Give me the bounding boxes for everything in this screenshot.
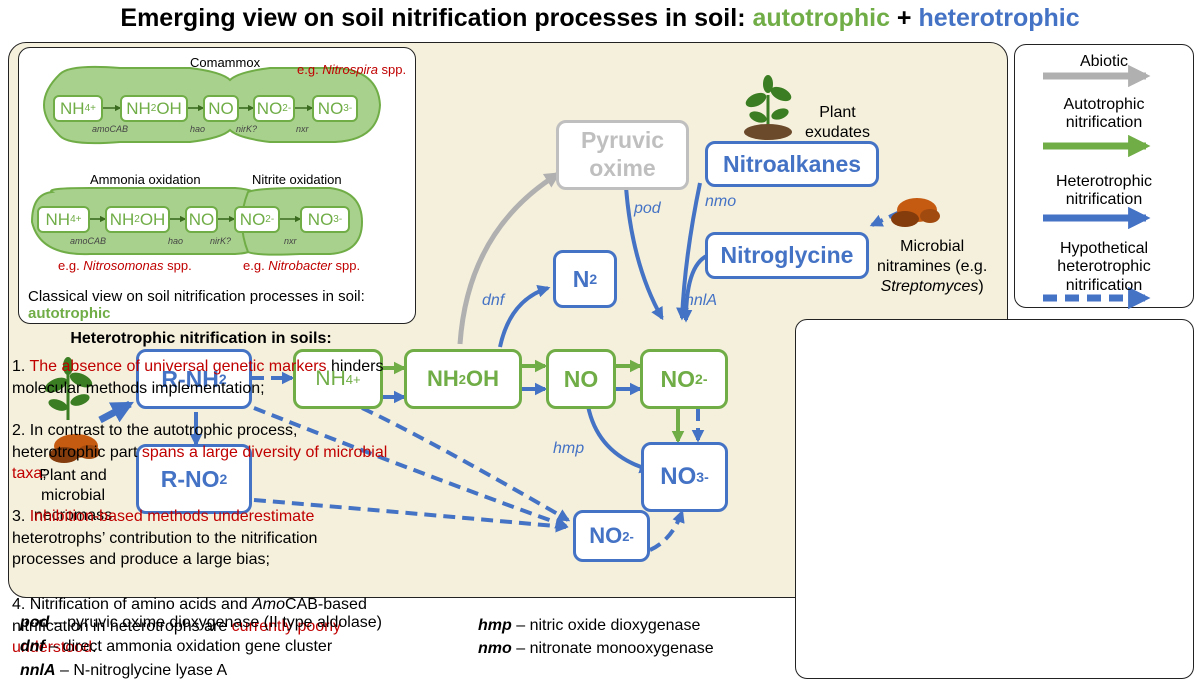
note-item-1: 1. The absence of universal genetic mark… <box>12 358 384 397</box>
notes-heading: Heterotrophic nitrification in soils: <box>70 330 332 347</box>
nmo-arrow <box>676 182 702 321</box>
enzyme-nnlA: nnlA <box>685 292 718 309</box>
enzyme-nmo: nmo <box>705 193 737 210</box>
node-nitroalkanes: Nitroalkanes <box>705 141 879 187</box>
inset-enzyme-amo-2: amoCAB <box>70 236 107 246</box>
note-item-2: 2. In contrast to the autotrophic proces… <box>12 422 388 483</box>
enzyme-hmp: hmp <box>553 440 585 457</box>
enzyme-dnf: dnf <box>482 292 505 309</box>
ammonia-oxidation-label: Ammonia oxidation <box>90 172 201 187</box>
note-item-3: 3. Inhibition-based methods underestimat… <box>12 508 318 569</box>
pod-arrow <box>624 186 664 321</box>
plant-icon-left <box>44 357 93 420</box>
glossary-dnf: dnf – direct ammonia oxidation gene clus… <box>20 638 333 655</box>
glossary-pod: pod – pyruvic oxime dioxygenase (II type… <box>20 614 382 631</box>
inset-enzyme-nir-1: nirK? <box>236 124 258 134</box>
comammox-example: e.g. Nitrospira spp. <box>297 62 407 77</box>
glossary-nnlA: nnlA – N-nitroglycine lyase A <box>20 662 228 679</box>
inset-enzyme-amo-1: amoCAB <box>92 124 129 134</box>
classical-view-caption: Classical view on soil nitrification pro… <box>28 288 365 305</box>
ammonia-oxidation-example: e.g. Nitrosomonas spp. <box>58 258 192 273</box>
hmp-arrow <box>586 405 653 474</box>
legend-panel <box>1014 44 1194 308</box>
rno2-to-no2-free-dashed <box>253 498 569 533</box>
classical-view-caption-highlight: autotrophic <box>28 305 111 322</box>
nh4-to-no2-free-dashed <box>361 406 571 522</box>
inset-enzyme-nxr-1: nxr <box>296 124 309 134</box>
inset-ao-no: NO <box>185 206 218 233</box>
dnf-arrow <box>498 284 551 348</box>
necromass-to-rnh2-arrow <box>98 400 134 424</box>
glossary-nmo: nmo – nitronate monooxygenase <box>478 640 714 657</box>
note-item-4: 4. Nitrification of amino acids and AmoC… <box>12 596 367 657</box>
page-title: Emerging view on soil nitrification proc… <box>120 4 1080 32</box>
necromass-icon-right <box>891 198 940 227</box>
enzyme-pod: pod <box>634 200 661 217</box>
inset-enzyme-nxr-2: nxr <box>284 236 297 246</box>
nitrite-oxidation-label: Nitrite oxidation <box>252 172 342 187</box>
plant-icon-top <box>744 75 792 140</box>
glossary-hmp: hmp – nitric oxide dioxygenase <box>478 617 701 634</box>
comammox-label: Comammox <box>190 55 261 70</box>
necromass-icon-left <box>49 434 100 463</box>
node-no: NO <box>546 349 616 409</box>
inset-comammox-no: NO <box>203 95 239 122</box>
notes-panel <box>795 319 1194 679</box>
inset-enzyme-hao-2: hao <box>168 236 184 246</box>
node-nitroglycine: Nitroglycine <box>705 232 869 279</box>
abiotic-arrow <box>457 171 561 345</box>
inset-enzyme-hao-1: hao <box>190 124 206 134</box>
legend-abiotic-label: Abiotic <box>1079 53 1129 70</box>
nitrite-oxidation-example: e.g. Nitrobacter spp. <box>243 258 361 273</box>
no2-free-to-no3-dashed <box>649 509 685 552</box>
inset-enzyme-nir-2: nirK? <box>210 236 232 246</box>
rnh2-to-no2-free-dashed <box>253 406 569 529</box>
